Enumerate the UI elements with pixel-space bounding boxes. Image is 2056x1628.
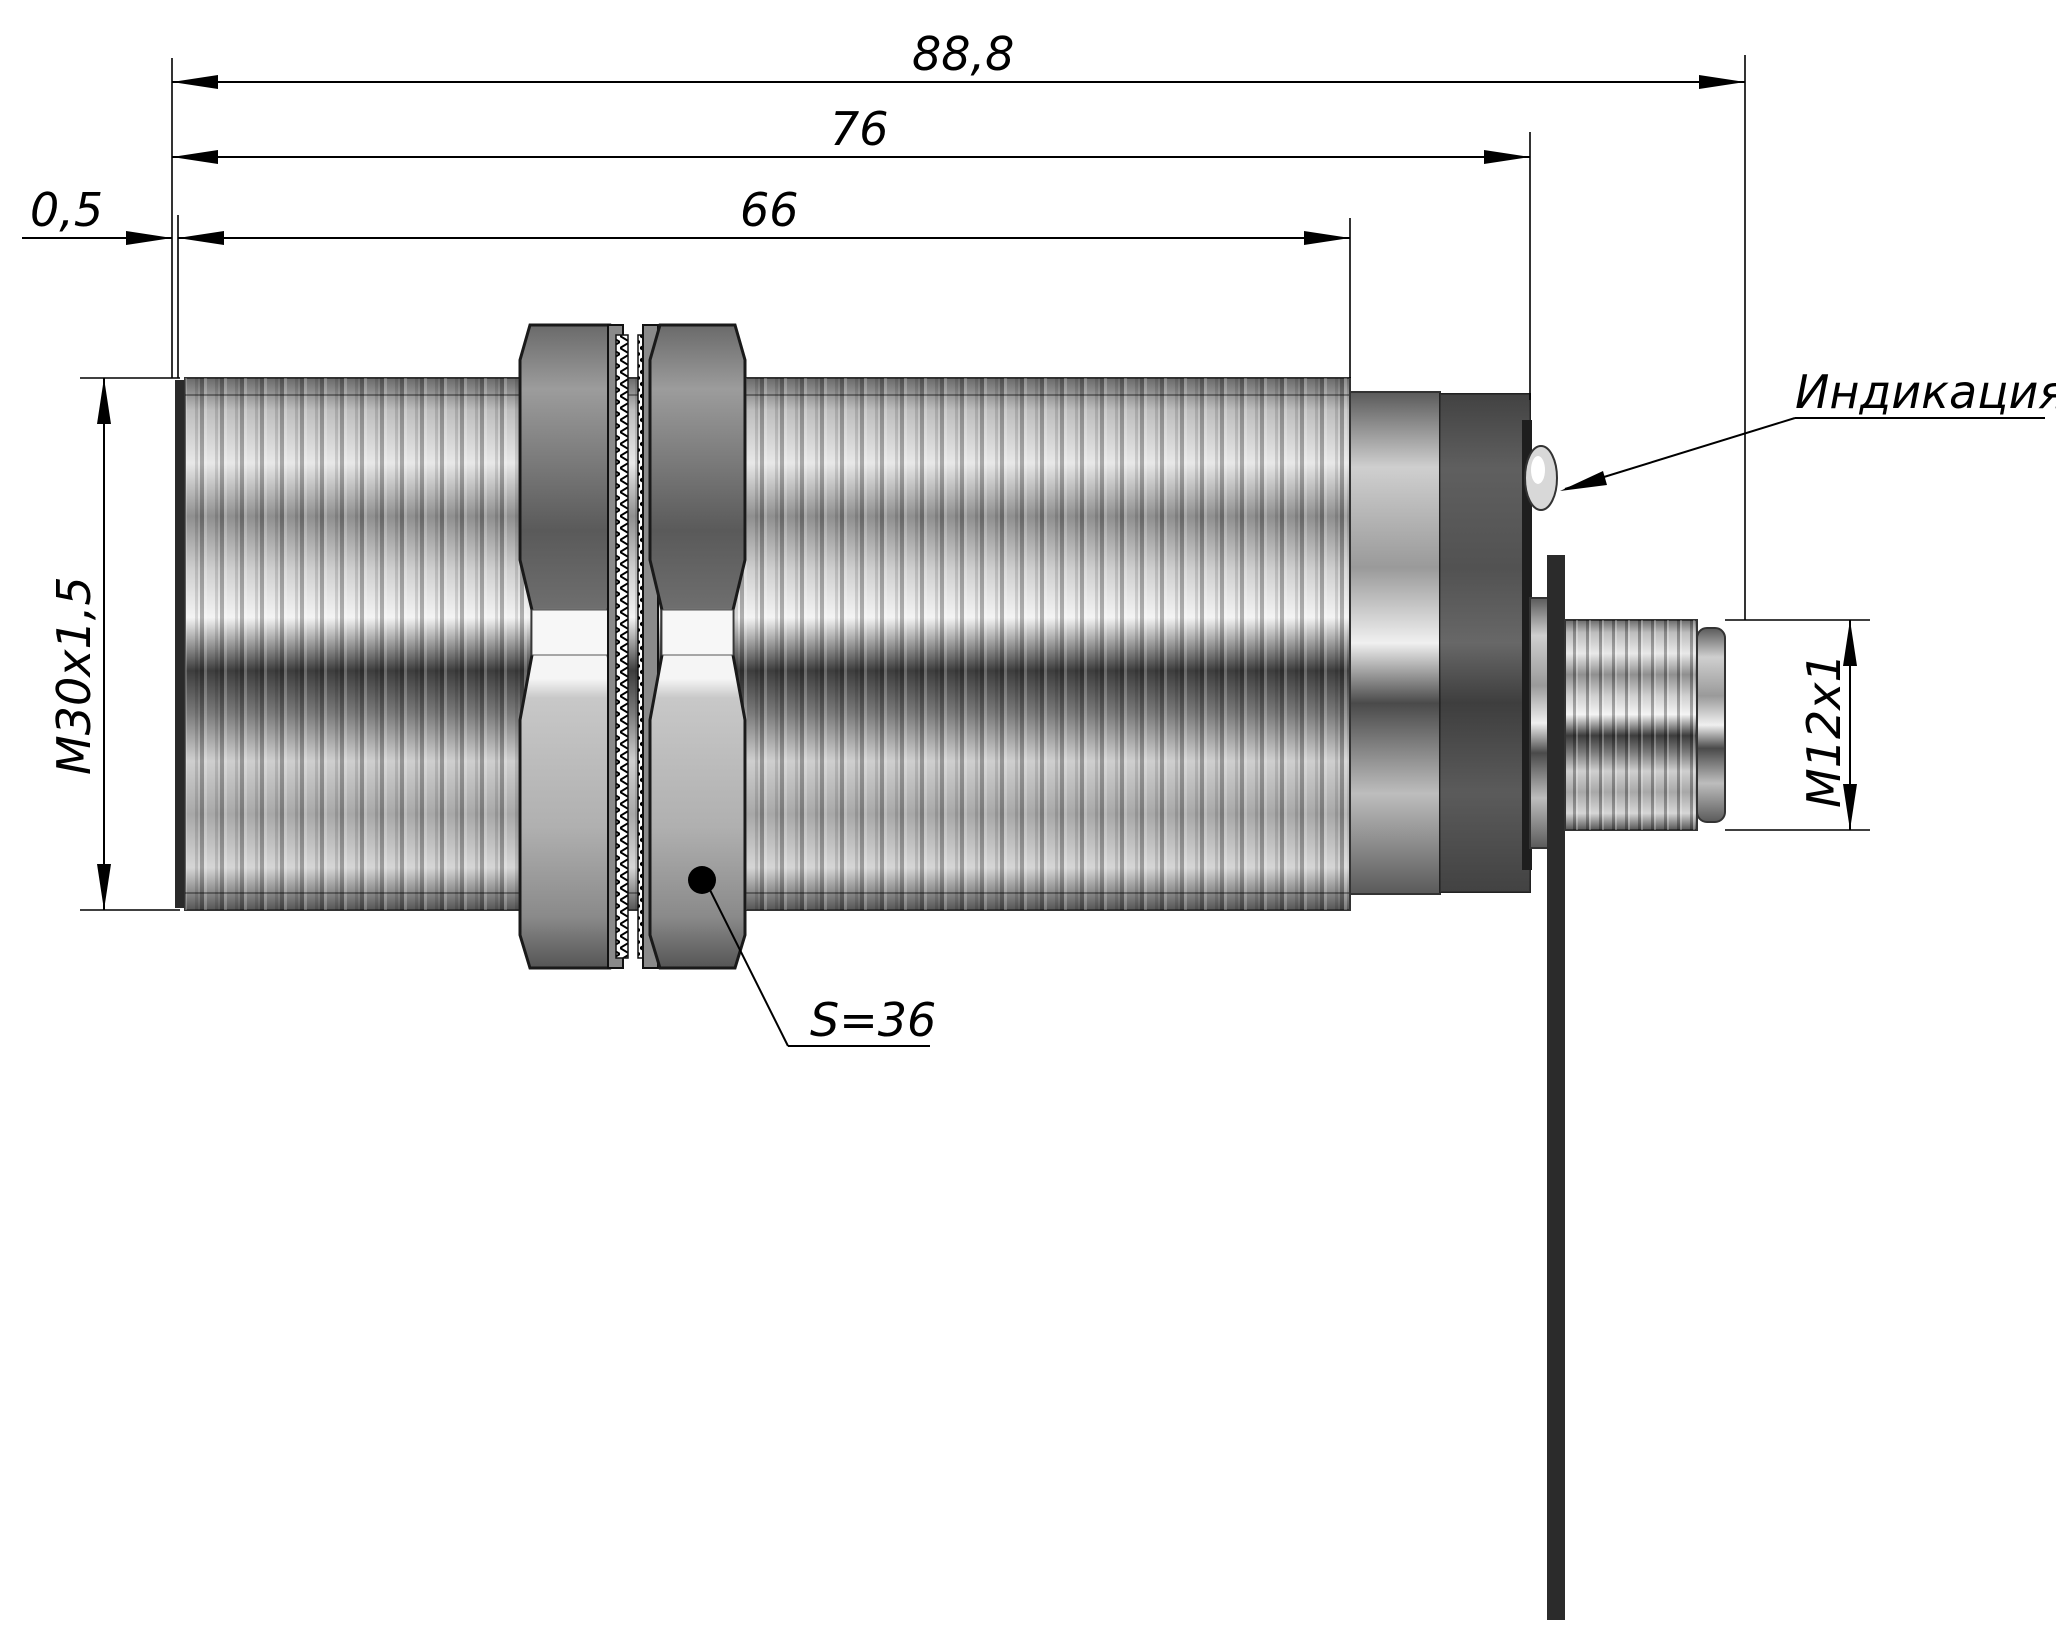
overall-length-label: 88,8 <box>912 27 1014 81</box>
body-length-label: 76 <box>830 102 889 156</box>
main-thread-label: М30x1,5 <box>47 576 101 775</box>
lock-nuts <box>518 323 747 970</box>
thread-length-label: 66 <box>740 183 799 237</box>
wrench-size-leader <box>707 885 789 1047</box>
wrench-size-label: S=36 <box>810 993 936 1047</box>
connector-thread-label: М12x1 <box>1797 653 1851 808</box>
indication-label: Индикация <box>1795 365 2056 419</box>
dimension-lines <box>22 55 2045 1047</box>
sensor-body <box>175 377 1726 1620</box>
cable <box>1547 555 1565 1620</box>
m12-connector-tip <box>1696 627 1726 823</box>
wrench-size-marker <box>688 866 716 894</box>
rear-collar <box>1349 391 1441 895</box>
offset-label: 0,5 <box>30 183 103 237</box>
main-thread-ridges <box>185 378 1350 910</box>
